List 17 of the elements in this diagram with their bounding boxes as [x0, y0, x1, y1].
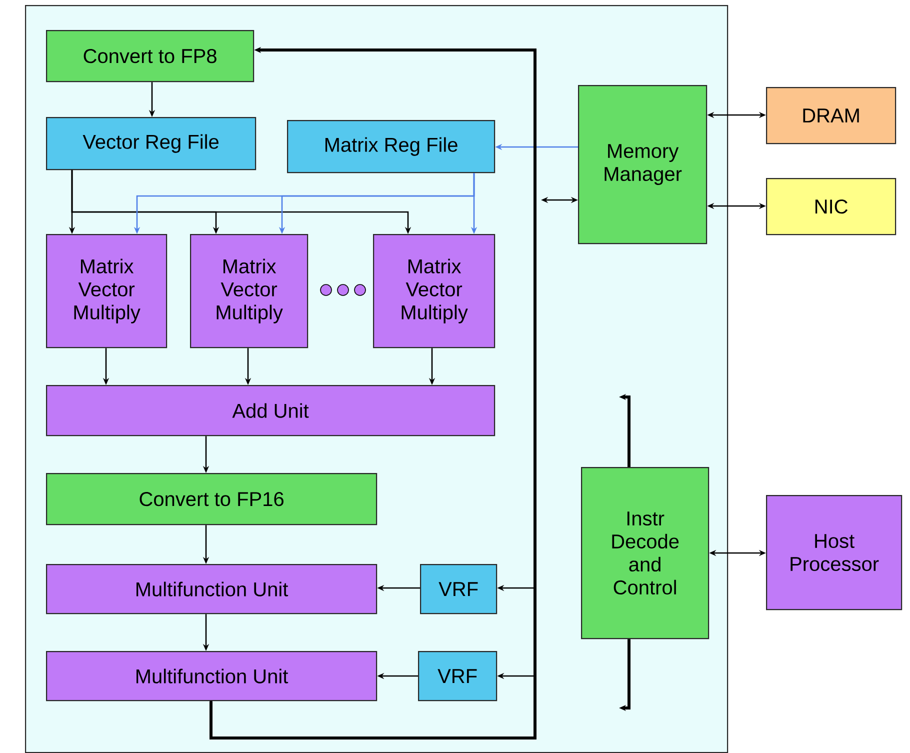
- control-box: Instr Decode and Control: [581, 467, 710, 640]
- multifunction-unit-box: Multifunction Unit: [46, 651, 378, 702]
- multiply-unit-box: Matrix Vector Multiply: [46, 234, 168, 348]
- multiply-unit-box: Matrix Vector Multiply: [190, 234, 308, 348]
- register-file-box: VRF: [420, 564, 498, 614]
- nic-box: NIC: [766, 178, 896, 236]
- register-file-box: Vector Reg File: [46, 117, 256, 170]
- convert-box: Convert to FP8: [46, 30, 254, 82]
- register-file-box: Matrix Reg File: [287, 120, 496, 174]
- register-file-box: VRF: [418, 651, 498, 702]
- dram-box: DRAM: [766, 87, 896, 144]
- convert-box: Convert to FP16: [46, 473, 378, 526]
- host-processor-box: Host Processor: [766, 495, 902, 610]
- add-unit-box: Add Unit: [46, 385, 496, 436]
- memory-manager-box: Memory Manager: [578, 85, 708, 244]
- multifunction-unit-box: Multifunction Unit: [46, 564, 378, 614]
- multiply-unit-box: Matrix Vector Multiply: [373, 234, 496, 348]
